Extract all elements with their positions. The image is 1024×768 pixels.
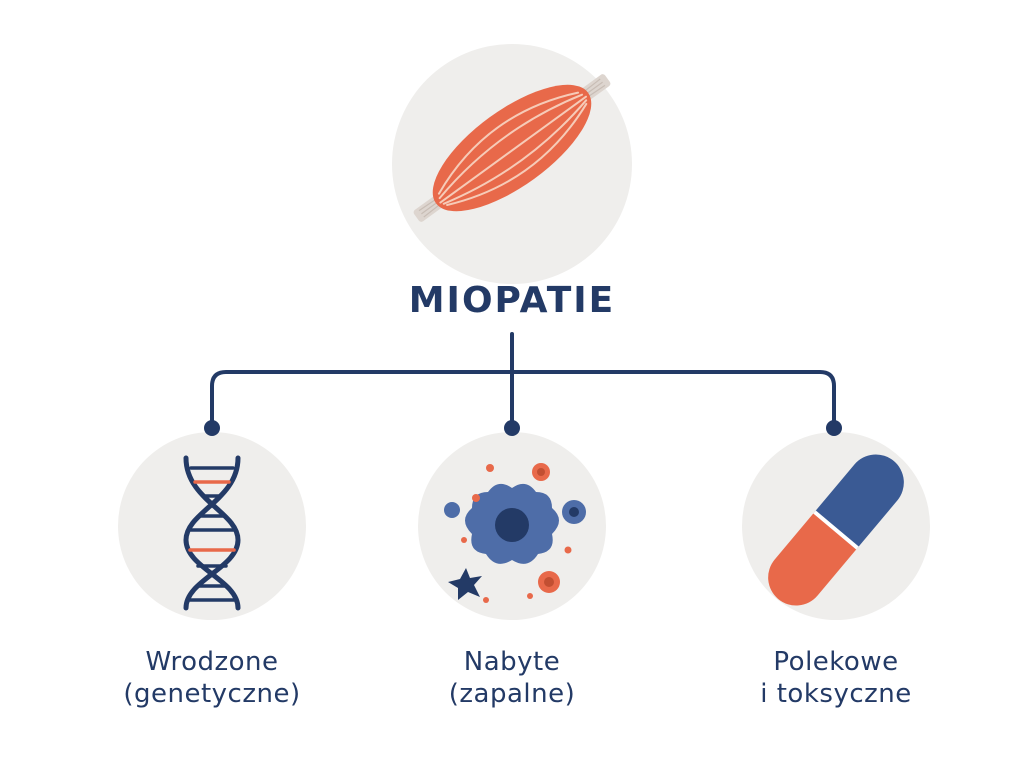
- connector-left-branch: [210, 370, 514, 428]
- connector-node-drug: [826, 420, 842, 436]
- branch-disc-congenital: [118, 432, 306, 620]
- branch-label-congenital: Wrodzone (genetyczne): [62, 646, 362, 710]
- star-cell: [448, 568, 482, 600]
- branch-label-congenital-line2: (genetyczne): [123, 679, 301, 709]
- branch-label-drug-line1: Polekowe: [773, 647, 899, 677]
- branch-label-drug-line2: i toksyczne: [760, 679, 912, 709]
- branch-label-acquired-line1: Nabyte: [463, 647, 561, 677]
- branch-label-congenital-line1: Wrodzone: [145, 647, 279, 677]
- connector-right-branch: [510, 370, 836, 428]
- branch-label-drug: Polekowe i toksyczne: [686, 646, 986, 710]
- connector-node-acquired: [504, 420, 520, 436]
- branch-label-acquired: Nabyte (zapalne): [362, 646, 662, 710]
- diagram-title: MIOPATIE: [408, 280, 616, 321]
- connector-node-congenital: [204, 420, 220, 436]
- branch-label-acquired-line2: (zapalne): [448, 679, 576, 709]
